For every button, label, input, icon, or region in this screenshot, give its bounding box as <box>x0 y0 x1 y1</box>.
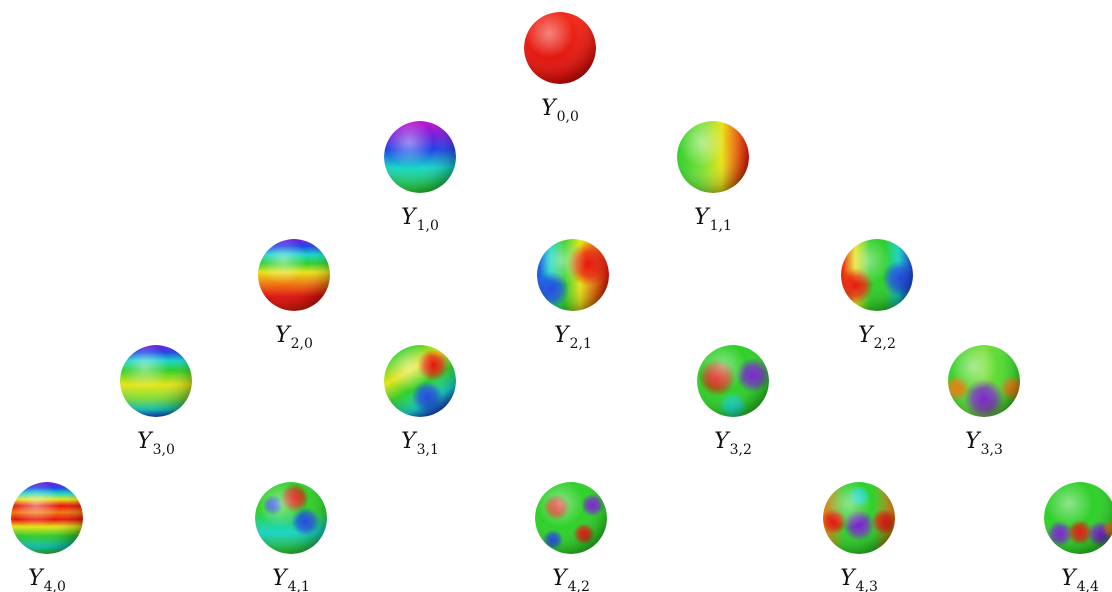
label-4-0: Y4,0 <box>28 566 66 592</box>
label-symbol: Y <box>275 323 290 348</box>
sphere-3-1 <box>384 345 456 417</box>
sphere-3-2 <box>697 345 769 417</box>
label-4-1: Y4,1 <box>272 566 310 592</box>
label-3-2: Y3,2 <box>714 429 752 458</box>
label-subscript: 1,0 <box>416 218 439 234</box>
label-symbol: Y <box>272 566 287 591</box>
sphere-4-1 <box>255 482 327 554</box>
label-subscript: 3,0 <box>152 442 175 458</box>
sphere-2-2 <box>841 239 913 311</box>
label-symbol: Y <box>554 323 569 348</box>
label-subscript: 4,1 <box>287 579 310 592</box>
label-3-1: Y3,1 <box>401 429 439 458</box>
label-subscript: 4,0 <box>43 579 66 592</box>
label-subscript: 0,0 <box>556 109 579 125</box>
sphere-1-1 <box>677 121 749 193</box>
sphere-1-0 <box>384 121 456 193</box>
label-subscript: 3,2 <box>729 442 752 458</box>
sphere-4-0 <box>11 482 83 554</box>
sphere-4-3 <box>823 482 895 554</box>
label-2-0: Y2,0 <box>275 323 313 352</box>
label-subscript: 4,2 <box>567 579 590 592</box>
label-3-0: Y3,0 <box>137 429 175 458</box>
label-4-3: Y4,3 <box>840 566 878 592</box>
label-symbol: Y <box>401 429 416 454</box>
label-symbol: Y <box>714 429 729 454</box>
label-subscript: 1,1 <box>709 218 732 234</box>
label-0-0: Y0,0 <box>541 96 579 125</box>
label-symbol: Y <box>858 323 873 348</box>
label-2-1: Y2,1 <box>554 323 592 352</box>
sphere-0-0 <box>524 12 596 84</box>
label-subscript: 2,0 <box>290 336 313 352</box>
label-subscript: 4,4 <box>1076 579 1099 592</box>
label-2-2: Y2,2 <box>858 323 896 352</box>
label-subscript: 4,3 <box>855 579 878 592</box>
label-4-4: Y4,4 <box>1061 566 1099 592</box>
label-symbol: Y <box>541 96 556 121</box>
label-symbol: Y <box>840 566 855 591</box>
label-1-0: Y1,0 <box>401 205 439 234</box>
label-symbol: Y <box>694 205 709 230</box>
sphere-3-3 <box>948 345 1020 417</box>
sphere-4-4 <box>1044 482 1112 554</box>
sphere-2-0 <box>258 239 330 311</box>
sphere-4-2 <box>535 482 607 554</box>
label-symbol: Y <box>1061 566 1076 591</box>
label-subscript: 3,3 <box>980 442 1003 458</box>
label-4-2: Y4,2 <box>552 566 590 592</box>
label-3-3: Y3,3 <box>965 429 1003 458</box>
label-subscript: 3,1 <box>416 442 439 458</box>
label-symbol: Y <box>28 566 43 591</box>
label-subscript: 2,1 <box>569 336 592 352</box>
label-symbol: Y <box>401 205 416 230</box>
label-subscript: 2,2 <box>873 336 896 352</box>
sphere-2-1 <box>537 239 609 311</box>
label-symbol: Y <box>137 429 152 454</box>
label-symbol: Y <box>965 429 980 454</box>
label-symbol: Y <box>552 566 567 591</box>
sphere-3-0 <box>120 345 192 417</box>
label-1-1: Y1,1 <box>694 205 732 234</box>
